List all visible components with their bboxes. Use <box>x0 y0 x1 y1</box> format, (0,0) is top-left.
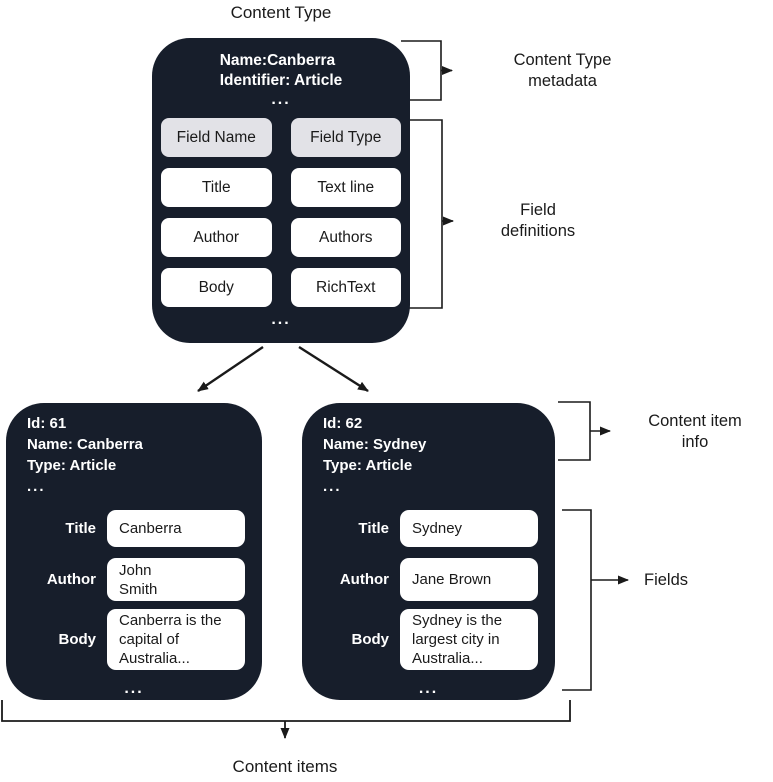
content-item-name: Name: Canberra <box>27 436 143 453</box>
content-item-fields: Title Canberra Author John Smith Body Ca… <box>6 510 262 670</box>
content-item-info-block: Id: 62 Name: Sydney Type: Article ... <box>302 413 555 497</box>
field-row-author: Author John Smith <box>6 558 262 601</box>
field-row-body: Body Canberra is the capital of Australi… <box>6 609 262 670</box>
content-type-identifier: Identifier: Article <box>219 72 343 89</box>
annotation-content-item-info: Content item info <box>648 412 742 451</box>
field-type-cell: Text line <box>290 168 401 207</box>
content-item-id: Id: 62 <box>323 415 363 432</box>
annotation-field-definitions: Field definitions <box>500 201 576 240</box>
field-row-title: Title Sydney <box>302 510 555 547</box>
content-item-ellipsis: ... <box>27 478 46 495</box>
content-items-label: Content items <box>232 757 338 776</box>
field-value: Canberra <box>107 510 245 547</box>
content-item-box-sydney: Id: 62 Name: Sydney Type: Article ... Ti… <box>302 403 555 700</box>
content-item-footer-ellipsis: ... <box>124 680 144 697</box>
field-label: Author <box>339 571 389 588</box>
field-name-cell: Title <box>161 168 272 207</box>
item-info-bracket <box>558 401 591 461</box>
content-items-bracket <box>1 700 571 722</box>
field-value: Canberra is the capital of Australia... <box>107 609 245 670</box>
type-to-left-item-arrow <box>197 346 264 392</box>
field-name-cell: Author <box>161 218 272 257</box>
content-item-name: Name: Sydney <box>323 436 427 453</box>
content-type-ellipsis: ... <box>271 91 291 108</box>
field-definitions-bracket <box>401 119 443 309</box>
field-label: Title <box>358 520 389 537</box>
content-type-metadata-block: Name:Canberra Identifier: Article <box>220 51 343 91</box>
field-label: Body <box>58 631 97 648</box>
field-value: Jane Brown <box>400 558 538 601</box>
field-label: Author <box>46 571 96 588</box>
annotation-fields: Fields <box>644 571 689 589</box>
type-to-right-item-arrow <box>298 345 369 393</box>
content-item-box-canberra: Id: 61 Name: Canberra Type: Article ... … <box>6 403 262 700</box>
content-item-type: Type: Article <box>27 457 117 474</box>
field-row-title: Title Canberra <box>6 510 262 547</box>
fields-bracket <box>562 509 592 691</box>
content-item-footer-ellipsis: ... <box>418 680 439 697</box>
field-type-header-cell: Field Type <box>290 118 401 157</box>
field-table-ellipsis: ... <box>271 311 291 328</box>
field-name-cell: Body <box>161 268 272 307</box>
diagram-title: Content Type <box>230 3 332 22</box>
content-type-name: Name:Canberra <box>219 52 336 69</box>
field-value: Sydney <box>400 510 538 547</box>
field-name-header-cell: Field Name <box>161 118 272 157</box>
content-type-box: Name:Canberra Identifier: Article ... Fi… <box>152 38 410 343</box>
field-value: John Smith <box>107 558 245 601</box>
content-item-type: Type: Article <box>323 457 413 474</box>
field-type-cell: RichText <box>290 268 401 307</box>
content-item-ellipsis: ... <box>323 478 342 495</box>
content-item-fields: Title Sydney Author Jane Brown Body Sydn… <box>302 510 555 670</box>
field-value: Sydney is the largest city in Australia.… <box>400 609 538 670</box>
field-definitions-table: Field Name Field Type Title Text line Au… <box>161 118 401 307</box>
field-type-cell: Authors <box>290 218 401 257</box>
field-row-body: Body Sydney is the largest city in Austr… <box>302 609 555 670</box>
field-label: Body <box>351 631 390 648</box>
field-label: Title <box>65 520 96 537</box>
field-row-author: Author Jane Brown <box>302 558 555 601</box>
annotation-content-type-metadata: Content Type metadata <box>513 51 612 90</box>
content-item-id: Id: 61 <box>27 415 67 432</box>
content-item-info-block: Id: 61 Name: Canberra Type: Article ... <box>6 413 262 497</box>
